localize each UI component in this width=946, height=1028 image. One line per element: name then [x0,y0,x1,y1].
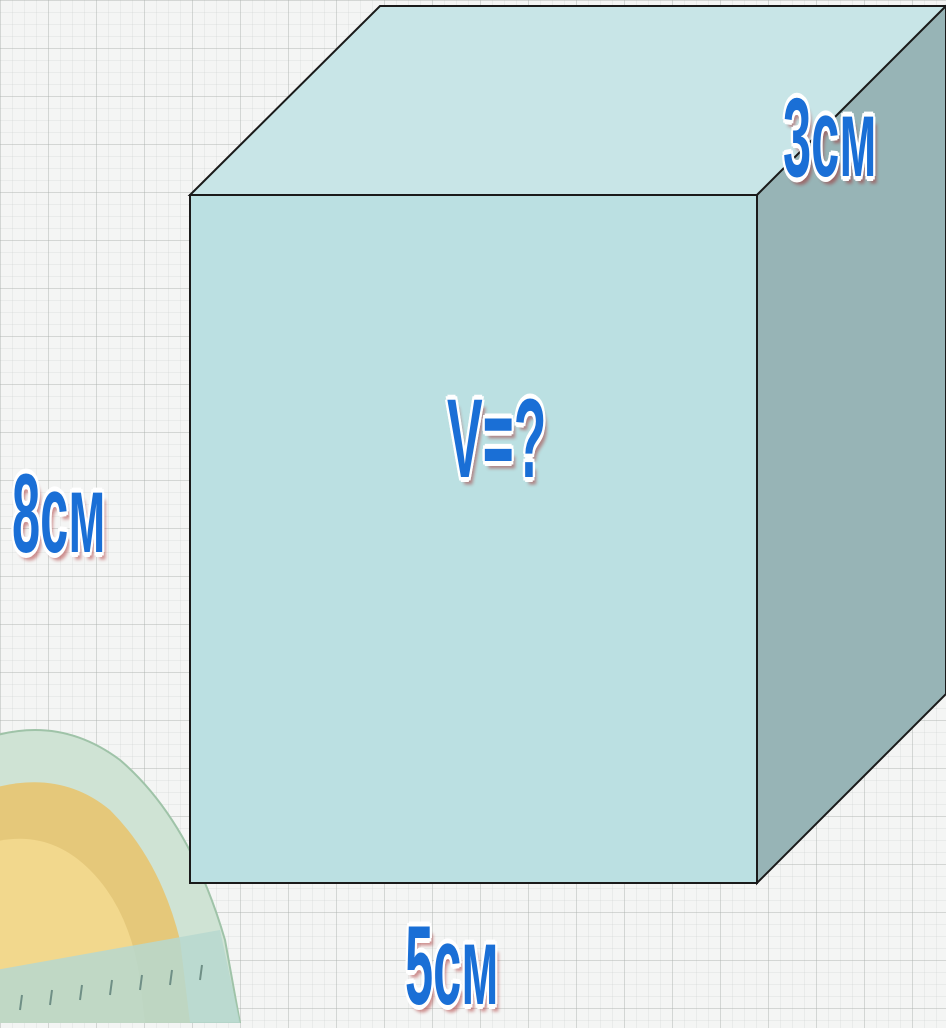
protractor-icon [0,729,242,1023]
height-label: 8см [11,451,106,577]
depth-label: 3см [782,75,877,201]
width-label: 5см [404,903,499,1028]
cuboid-front-face [189,194,758,884]
volume-question-label: V=? [446,376,547,502]
